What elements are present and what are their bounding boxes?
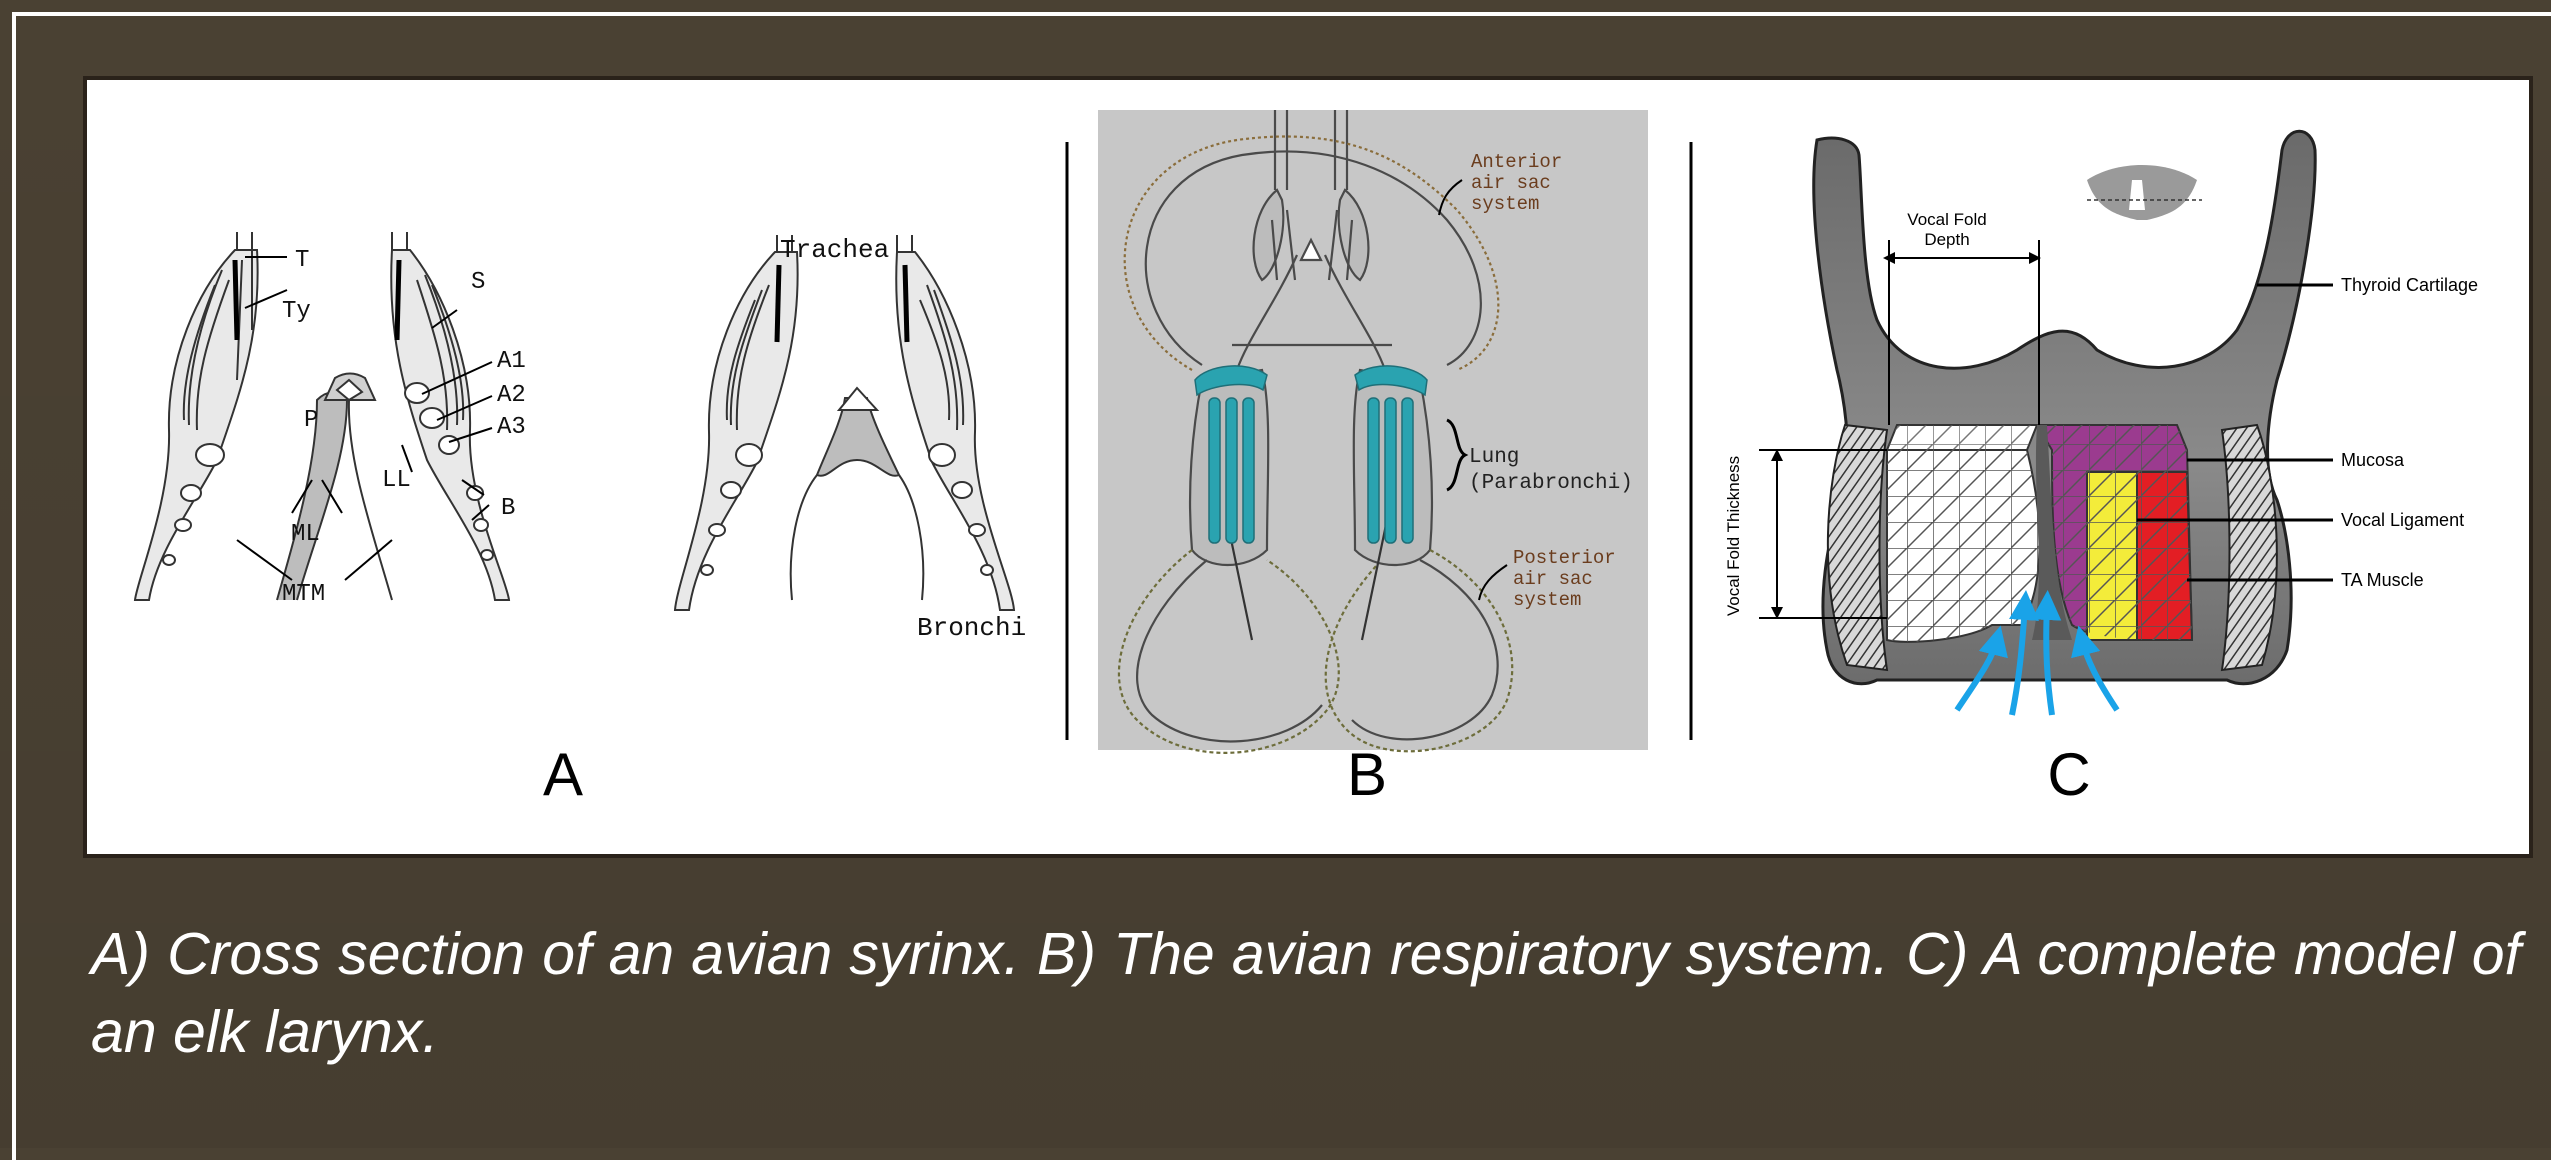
panel-a-letter: A	[543, 741, 583, 808]
vocal-fold-depth-label: Vocal Fold Depth	[1907, 210, 1986, 249]
figure-caption: A) Cross section of an avian syrinx. B) …	[91, 915, 2521, 1071]
panel-c-larynx: Vocal Fold Depth Vocal Fold Thickness	[1724, 131, 2478, 808]
label-ta-muscle: TA Muscle	[2341, 570, 2424, 590]
label-parabronchi: (Parabronchi)	[1469, 472, 1633, 495]
label-ll: LL	[382, 467, 411, 494]
panel-b-letter: B	[1347, 741, 1387, 808]
label-posterior-3: system	[1513, 589, 1581, 611]
label-mtm: MTM	[282, 581, 325, 608]
label-vocal-fold-thickness: Vocal Fold Thickness	[1724, 456, 1743, 616]
panel-a-syrinx: T Ty S A1 A2 A3 P LL B	[135, 232, 1026, 808]
label-posterior-1: Posterior	[1513, 547, 1616, 569]
panel-b-respiratory: Anterior air sac system Lung (Parabronch…	[1098, 110, 1648, 808]
left-vocal-fold	[1887, 425, 2040, 642]
label-a1: A1	[497, 348, 526, 375]
left-hatched-tissue	[1828, 425, 1887, 670]
label-posterior-2: air sac	[1513, 568, 1593, 590]
panel-c-letter: C	[2047, 741, 2090, 808]
syrinx-left-drawing	[135, 232, 509, 600]
label-a2: A2	[497, 382, 526, 409]
figure-illustration: T Ty S A1 A2 A3 P LL B	[87, 80, 2529, 854]
panel-c-labels: Thyroid Cartilage Mucosa Vocal Ligament …	[2341, 275, 2478, 590]
label-trachea: Trachea	[780, 235, 889, 265]
larynx-orientation-icon	[2087, 165, 2202, 220]
label-ty: Ty	[282, 298, 311, 325]
label-vocal-fold: Vocal Fold	[1907, 210, 1986, 229]
label-t: T	[295, 247, 309, 274]
label-thyroid-cartilage: Thyroid Cartilage	[2341, 275, 2478, 295]
label-lung: Lung	[1469, 446, 1519, 469]
label-s: S	[471, 269, 485, 296]
figure-panel: T Ty S A1 A2 A3 P LL B	[83, 76, 2533, 858]
label-anterior-3: system	[1471, 193, 1539, 215]
syrinx-right-drawing	[675, 235, 1014, 610]
label-anterior-2: air sac	[1471, 172, 1551, 194]
label-ml: ML	[291, 521, 320, 548]
label-bronchi: Bronchi	[917, 613, 1026, 643]
label-anterior-1: Anterior	[1471, 151, 1562, 173]
label-depth: Depth	[1924, 230, 1969, 249]
label-vocal-ligament: Vocal Ligament	[2341, 510, 2464, 530]
label-p: P	[304, 407, 318, 434]
label-b: B	[501, 495, 515, 522]
label-mucosa: Mucosa	[2341, 450, 2405, 470]
label-a3: A3	[497, 414, 526, 441]
